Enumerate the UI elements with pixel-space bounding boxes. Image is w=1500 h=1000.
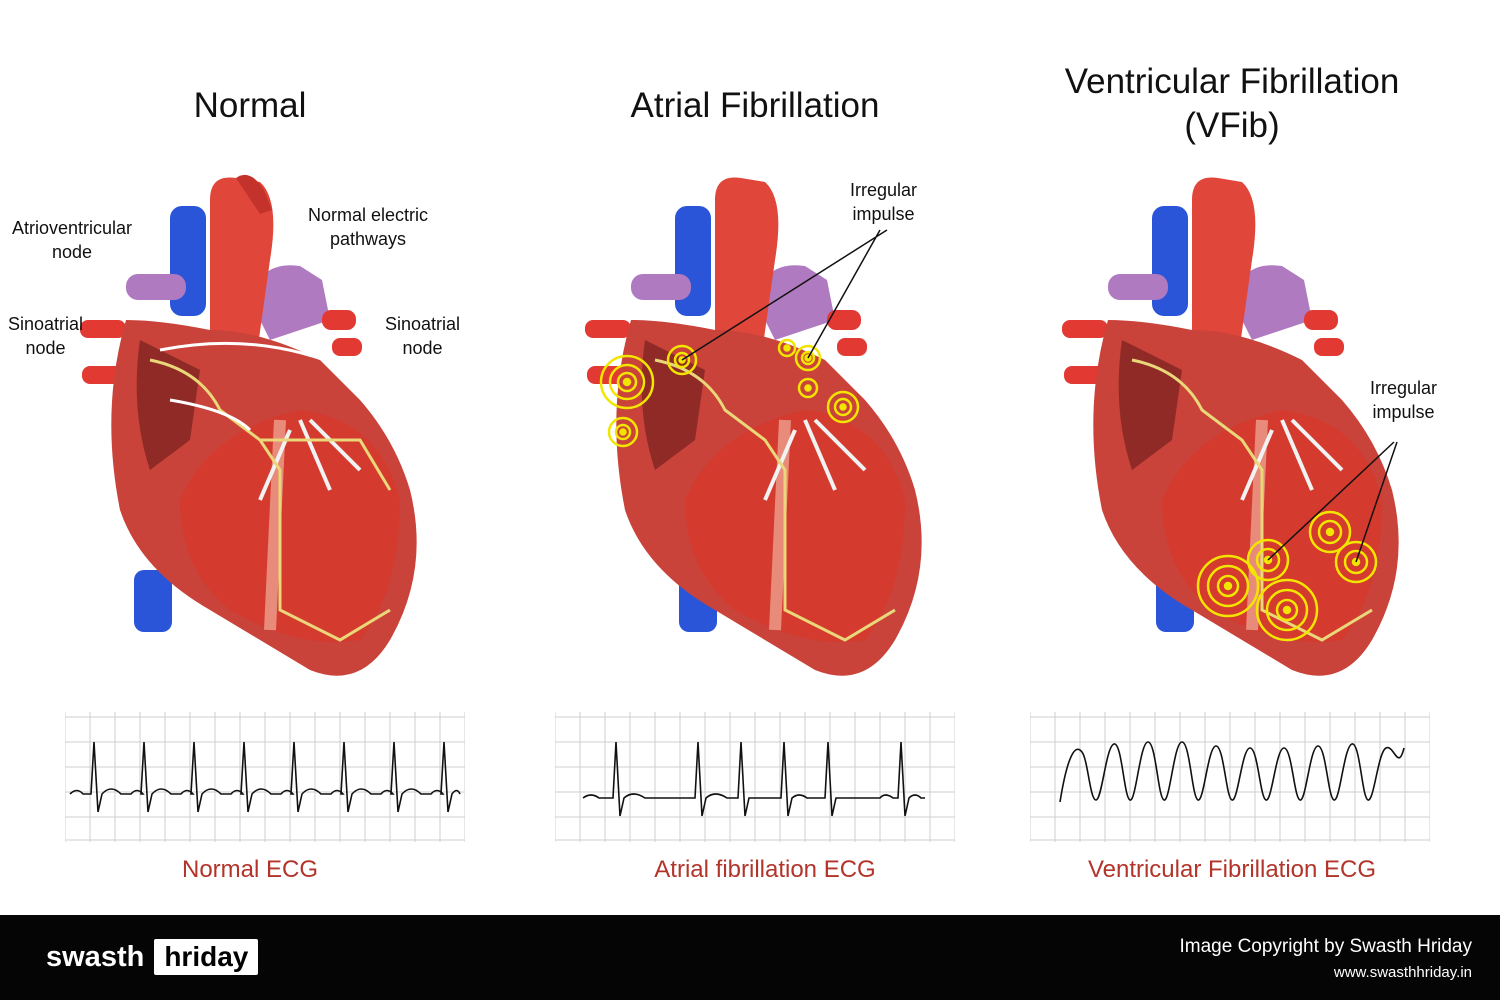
brand-logo: swasth hriday — [46, 937, 259, 977]
ecg-label: Atrial fibrillation ECG — [654, 856, 876, 883]
heart-illustration-normal — [80, 174, 417, 676]
website-url: www.swasthhriday.in — [1333, 964, 1472, 981]
panel-title-line-1: Normal — [193, 86, 307, 125]
panel-title-line-1: Ventricular Fibrillation — [1064, 62, 1400, 101]
ecg-trace — [582, 741, 925, 817]
callout-line: impulse — [852, 204, 915, 224]
panel-title-line-1: Atrial Fibrillation — [630, 86, 880, 125]
callout-line: Irregular — [1370, 378, 1438, 398]
panel-title: Ventricular Fibrillation (VFib) — [982, 60, 1482, 148]
ecg-normal — [65, 712, 465, 842]
callout-sinoatrial-node-left: Sinoatrial node — [8, 312, 83, 360]
panel-ventricular-fibrillation: Ventricular Fibrillation (VFib) Irregula… — [982, 0, 1482, 915]
callout-line: Sinoatrial — [8, 314, 84, 334]
callout-line: node — [402, 338, 443, 358]
callout-line: node — [25, 338, 66, 358]
ecg-trace — [69, 741, 461, 813]
ecg-atrial-fibrillation — [555, 712, 955, 842]
callout-line: Atrioventricular — [12, 218, 133, 238]
callout-normal-electric-pathways: Normal electric pathways — [308, 203, 428, 251]
callout-atrioventricular-node: Atrioventricular node — [12, 216, 132, 264]
ecg-trace — [1059, 741, 1405, 803]
callout-irregular-impulse: Irregular impulse — [1370, 376, 1437, 424]
callout-line: Normal electric — [308, 205, 429, 225]
brand-logo-part-2: hriday — [154, 939, 259, 975]
panel-title-line-2: (VFib) — [1184, 106, 1280, 145]
heart-illustration-afib — [585, 177, 922, 676]
callout-line: node — [52, 242, 93, 262]
copyright-text: Image Copyright by Swasth Hriday — [1179, 936, 1472, 957]
heart-illustration-vfib — [1062, 177, 1399, 676]
impulse-icon — [599, 338, 860, 448]
panel-normal: Normal Atrioventricular node Norm — [0, 0, 500, 915]
callout-line: pathways — [329, 229, 407, 249]
callout-irregular-impulse: Irregular impulse — [850, 178, 917, 226]
ecg-label: Normal ECG — [181, 856, 319, 883]
ecg-ventricular-fibrillation — [1030, 712, 1430, 842]
ecg-grid — [555, 712, 955, 842]
panel-title: Normal — [0, 84, 500, 128]
ecg-label: Ventricular Fibrillation ECG — [1087, 856, 1377, 883]
ecg-grid — [1030, 712, 1430, 842]
panel-atrial-fibrillation: Atrial Fibrillation Irregular impu — [505, 0, 1005, 915]
brand-logo-part-1: swasth — [46, 940, 145, 973]
panel-title: Atrial Fibrillation — [505, 84, 1005, 128]
callout-line: impulse — [1372, 402, 1435, 422]
callout-line: Sinoatrial — [385, 314, 461, 334]
callout-line: Irregular — [850, 180, 918, 200]
ecg-grid — [65, 712, 465, 842]
callout-sinoatrial-node-right: Sinoatrial node — [385, 312, 460, 360]
